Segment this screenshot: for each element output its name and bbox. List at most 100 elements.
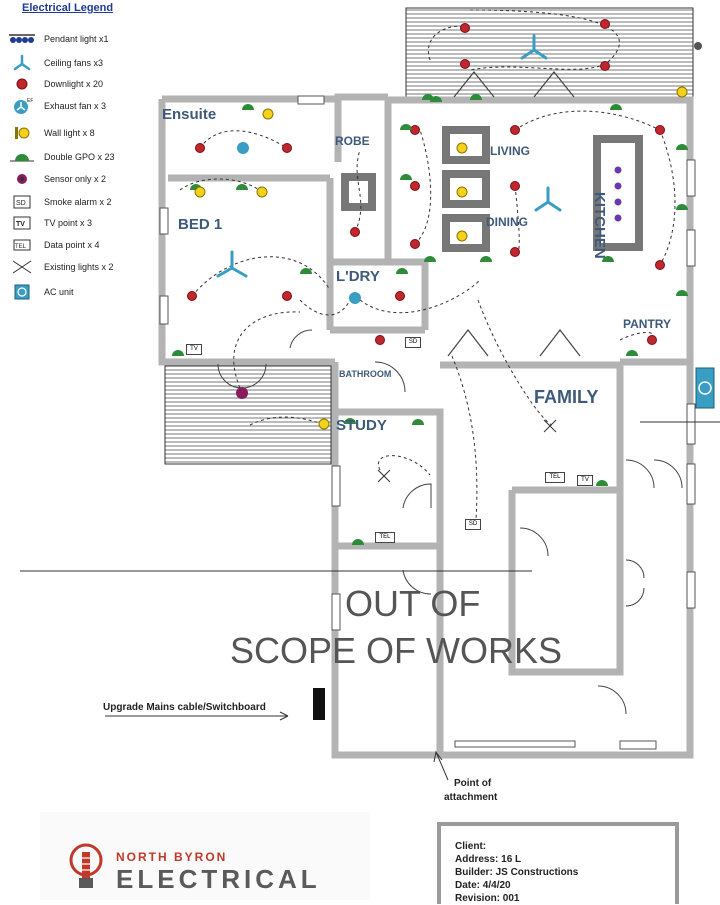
room-label-bed1: BED 1 bbox=[178, 216, 223, 233]
wall-lights bbox=[194, 86, 688, 430]
legend-item: EF Exhaust fan x 3 bbox=[6, 97, 106, 115]
date-label: Date: bbox=[455, 880, 481, 891]
downlight-icon bbox=[395, 291, 405, 301]
ceiling-fan-icon bbox=[6, 54, 38, 72]
downlight-icon bbox=[460, 23, 470, 33]
point-of-attachment-note-2: attachment bbox=[444, 792, 498, 803]
legend-label: Exhaust fan x 3 bbox=[44, 101, 107, 111]
company-logo: NORTH BYRON ELECTRICAL bbox=[40, 812, 370, 900]
downlight-icon bbox=[187, 291, 197, 301]
legend-label: Smoke alarm x 2 bbox=[44, 197, 112, 207]
smoke-alarm-tag: SD bbox=[405, 337, 421, 348]
exhaust-fan-icon bbox=[237, 142, 249, 154]
revision-label: Revision: bbox=[455, 893, 501, 904]
double-gpo-icon bbox=[300, 268, 312, 274]
double-gpo-icon bbox=[602, 256, 614, 262]
double-gpo-icon bbox=[626, 350, 638, 356]
downlight-icon bbox=[655, 125, 665, 135]
builder-label: Builder: bbox=[455, 867, 493, 878]
double-gpo-icon bbox=[610, 104, 622, 110]
legend-label: AC unit bbox=[44, 287, 74, 297]
windows bbox=[159, 95, 696, 750]
sensor-icon bbox=[694, 42, 702, 50]
svg-text:TEL: TEL bbox=[15, 244, 27, 250]
client-label: Client: bbox=[455, 841, 487, 852]
ac-unit-icon bbox=[6, 283, 38, 301]
stairs bbox=[447, 71, 581, 357]
downlight-icon bbox=[350, 227, 360, 237]
logo-wordmark: ELECTRICAL bbox=[116, 864, 321, 894]
pendant-light-icon bbox=[6, 30, 38, 48]
data-point-icon: TEL bbox=[6, 236, 38, 254]
legend-label: Downlight x 20 bbox=[44, 79, 104, 89]
downlight-icon bbox=[600, 19, 610, 29]
downlight-icon bbox=[6, 75, 38, 93]
address-row: Address: 16 L bbox=[455, 853, 675, 866]
mains-upgrade-note: Upgrade Mains cable/Switchboard bbox=[103, 702, 266, 713]
switchboard bbox=[313, 688, 325, 720]
legend-item: Pendant light x1 bbox=[6, 30, 109, 48]
tv-point-tag: TV bbox=[577, 475, 593, 486]
double-gpo-icon bbox=[400, 174, 412, 180]
existing-light-icon bbox=[377, 469, 391, 483]
downlight-icon bbox=[600, 61, 610, 71]
downlight-icon bbox=[282, 143, 292, 153]
room-label-laundry: L'DRY bbox=[336, 268, 380, 285]
ceiling-fan-icon bbox=[520, 34, 548, 60]
legend-item: TV TV point x 3 bbox=[6, 214, 92, 232]
electrical-legend: Electrical Legend Pendant light x1 Ceili… bbox=[6, 2, 146, 300]
wall-light-icon bbox=[318, 418, 330, 430]
legend-item: TEL Data point x 4 bbox=[6, 236, 100, 254]
room-label-bathroom: BATHROOM bbox=[339, 369, 392, 379]
data-point-tag: TEL bbox=[375, 532, 395, 543]
robe-cabinet bbox=[341, 173, 376, 211]
builder-value: JS Constructions bbox=[495, 867, 579, 878]
left-deck bbox=[164, 365, 332, 465]
downlight-icon bbox=[195, 143, 205, 153]
double-gpo-icon bbox=[412, 419, 424, 425]
legend-title: Electrical Legend bbox=[22, 2, 114, 14]
wall-light-icon bbox=[676, 86, 688, 98]
builder-row: Builder: JS Constructions bbox=[455, 866, 675, 879]
data-point-tag: TEL bbox=[545, 472, 565, 483]
walls bbox=[158, 93, 694, 759]
legend-label: TV point x 3 bbox=[44, 218, 93, 228]
exhaust-fan-icon: EF bbox=[6, 97, 38, 115]
revision-row: Revision: 001 bbox=[455, 892, 675, 905]
existing-light-icon bbox=[543, 419, 557, 433]
lightbulb-icon bbox=[69, 843, 103, 888]
ac-fan-icon bbox=[698, 381, 712, 395]
scope-line-2: SCOPE OF WORKS bbox=[230, 630, 563, 671]
downlight-icon bbox=[655, 260, 665, 270]
legend-item: Wall light x 8 bbox=[6, 124, 95, 142]
wall-light-icon bbox=[456, 142, 468, 154]
doors bbox=[217, 329, 683, 715]
smoke-alarm-tag: SD bbox=[465, 519, 481, 530]
double-gpo-icon bbox=[400, 124, 412, 130]
downlight-icon bbox=[510, 247, 520, 257]
tv-point-tag: TV bbox=[186, 344, 202, 355]
room-label-kitchen: KITCHEN bbox=[591, 192, 608, 259]
top-deck bbox=[405, 7, 694, 99]
cable-runs bbox=[179, 9, 676, 521]
date-row: Date: 4/4/20 bbox=[455, 879, 675, 892]
legend-label: Existing lights x 2 bbox=[44, 262, 114, 272]
double-gpo-icon bbox=[470, 94, 482, 100]
exhaust-fan-icon bbox=[349, 292, 361, 304]
svg-text:EF: EF bbox=[27, 98, 33, 104]
ceiling-fan-icon bbox=[534, 186, 562, 212]
legend-label: Sensor only x 2 bbox=[44, 174, 107, 184]
room-label-pantry: PANTRY bbox=[623, 317, 671, 331]
wall-light-icon bbox=[456, 186, 468, 198]
double-gpo-icon bbox=[480, 256, 492, 262]
double-gpo-icon bbox=[676, 204, 688, 210]
room-label-living: LIVING bbox=[490, 144, 531, 158]
downlight-icon bbox=[510, 181, 520, 191]
logo-tagline: NORTH BYRON bbox=[116, 850, 228, 864]
double-gpo-icon bbox=[344, 418, 356, 424]
existing-light-icon bbox=[6, 258, 38, 276]
double-gpo-icon bbox=[236, 184, 248, 190]
living-cabinet-2 bbox=[442, 170, 490, 208]
room-label-ensuite: Ensuite bbox=[162, 106, 217, 123]
